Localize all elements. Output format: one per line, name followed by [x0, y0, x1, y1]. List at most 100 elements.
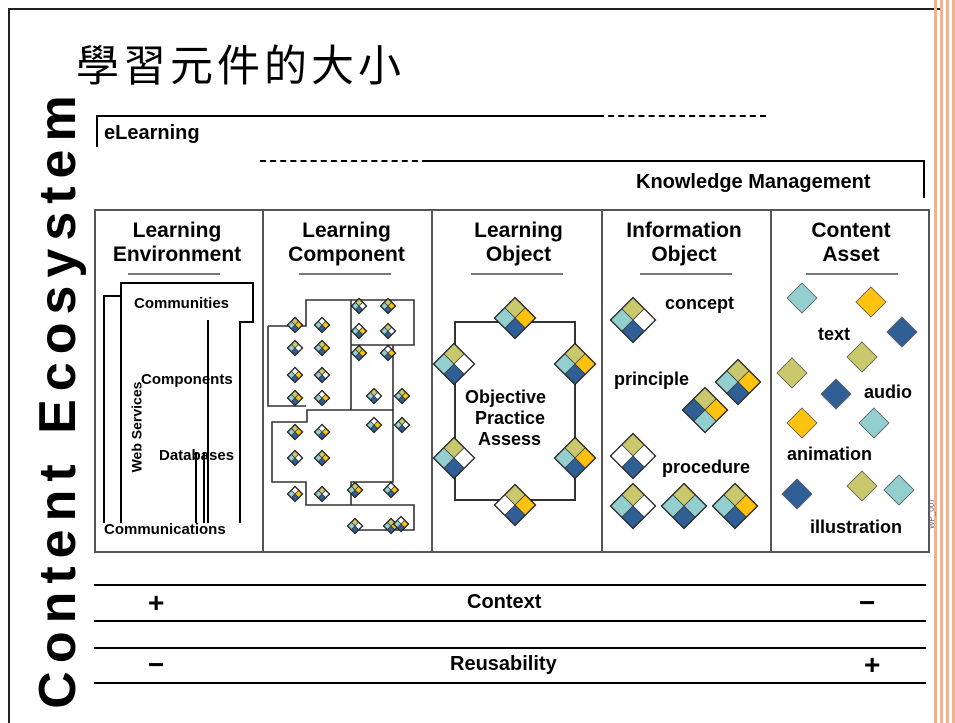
content-asset-olive-diamond [846, 341, 878, 373]
page-title: 學習元件的大小 [76, 42, 405, 92]
right-decor-stripes [931, 0, 955, 723]
column-divider-1 [262, 211, 264, 551]
reusability-minus-left: − [148, 649, 165, 680]
slide-left-border [8, 8, 10, 723]
learning-component-diamond-icon [313, 366, 331, 384]
learning-object-right-top-icon [553, 342, 597, 386]
learning-component-diamond-icon [393, 387, 411, 405]
learning-object-bottom-icon [493, 483, 537, 527]
concept-diamond-icon [609, 296, 657, 344]
learning-component-diamond-icon [350, 297, 368, 315]
objective-label: Objective [465, 387, 547, 407]
content-asset-teal-diamond-2 [858, 407, 890, 439]
learning-component-diamond-icon [379, 344, 397, 362]
context-bottom-line [94, 620, 926, 622]
reusability-plus-right: + [864, 649, 881, 680]
content-asset-gold-diamond-2 [786, 407, 818, 439]
column-divider-2 [431, 211, 433, 551]
learning-environment-title: Learning Environment [112, 219, 242, 266]
elearning-label: eLearning [104, 122, 200, 144]
elearning-left-tick [96, 115, 98, 147]
content-asset-teal-diamond [786, 282, 818, 314]
principle-diamond-icon-2 [681, 386, 729, 434]
learning-component-diamond-icon [286, 485, 304, 503]
procedure-diamond-icon-2 [609, 482, 657, 530]
content-asset-gold-diamond [855, 286, 887, 318]
information-object-title: Information Object [626, 219, 742, 266]
communities-label: Communities [134, 295, 230, 312]
text-label: text [818, 324, 851, 344]
learning-object-top-icon [493, 296, 537, 340]
procedure-diamond-icon-3 [660, 482, 708, 530]
assess-label: Assess [478, 429, 542, 449]
content-asset-olive-diamond-2 [776, 357, 808, 389]
slide-top-border [8, 8, 943, 10]
component-title-underline [299, 273, 391, 275]
learning-component-diamond-icon [286, 316, 304, 334]
context-label: Context [467, 591, 542, 613]
procedure-label: procedure [662, 457, 751, 477]
learning-object-title: Learning Object [474, 219, 563, 266]
learning-component-diamond-icon [286, 389, 304, 407]
principle-label: principle [614, 369, 690, 389]
learning-component-diamond-icon [313, 316, 331, 334]
learning-component-diamond-icon [379, 297, 397, 315]
learning-component-diamond-icon [365, 387, 383, 405]
procedure-diamond-icon-4 [711, 482, 759, 530]
context-minus-right: − [859, 587, 876, 618]
learning-component-diamond-icon [313, 389, 331, 407]
components-label: Components [141, 371, 233, 388]
learning-component-diamond-icon [379, 322, 397, 340]
column-divider-4 [770, 211, 772, 551]
practice-label: Practice [475, 408, 546, 428]
knowledge-management-label: Knowledge Management [636, 171, 871, 193]
learning-component-diamond-icon [382, 481, 400, 499]
asset-title-underline [806, 273, 898, 275]
learning-component-diamond-icon [392, 515, 410, 533]
learning-component-diamond-icon [350, 344, 368, 362]
content-asset-title: Content Asset [811, 219, 891, 266]
audio-label: audio [864, 382, 912, 402]
environment-title-underline [128, 273, 220, 275]
content-asset-olive-diamond-3 [846, 470, 878, 502]
learning-component-diamond-icon [365, 416, 383, 434]
content-asset-blue-diamond-3 [781, 478, 813, 510]
concept-label: concept [665, 293, 735, 313]
animation-label: animation [787, 444, 873, 464]
learning-component-diamond-icon [286, 366, 304, 384]
column-divider-3 [601, 211, 603, 551]
elearning-solid-line [96, 115, 598, 117]
principle-diamond-icon-1 [714, 358, 762, 406]
elearning-dashed-line [598, 115, 766, 117]
content-asset-blue-diamond-2 [820, 378, 852, 410]
object-title-underline [471, 273, 563, 275]
information-title-underline [640, 273, 732, 275]
context-plus-left: + [148, 587, 165, 618]
learning-component-diamond-icon [313, 485, 331, 503]
learning-component-diamond-icon [286, 423, 304, 441]
reusability-top-line [94, 647, 926, 649]
learning-component-diamond-icon [346, 517, 364, 535]
learning-component-diamond-icon [313, 423, 331, 441]
knowledge-dashed-line [260, 160, 428, 162]
illustration-label: illustration [810, 517, 903, 537]
context-top-line [94, 584, 926, 586]
communications-label: Communications [104, 521, 226, 538]
learning-component-diamond-icon [313, 449, 331, 467]
learning-object-left-bottom-icon [432, 436, 476, 480]
procedure-diamond-icon-1 [609, 432, 657, 480]
content-asset-teal-diamond-3 [883, 474, 915, 506]
knowledge-right-tick [923, 160, 925, 198]
reusability-bottom-line [94, 682, 926, 684]
knowledge-solid-line [428, 160, 925, 162]
learning-object-right-bottom-icon [553, 436, 597, 480]
reusability-label: Reusability [450, 653, 557, 675]
learning-component-title: Learning Component [288, 219, 405, 266]
learning-component-diamond-icon [393, 416, 411, 434]
learning-component-diamond-icon [313, 339, 331, 357]
learning-component-diamond-icon [286, 449, 304, 467]
